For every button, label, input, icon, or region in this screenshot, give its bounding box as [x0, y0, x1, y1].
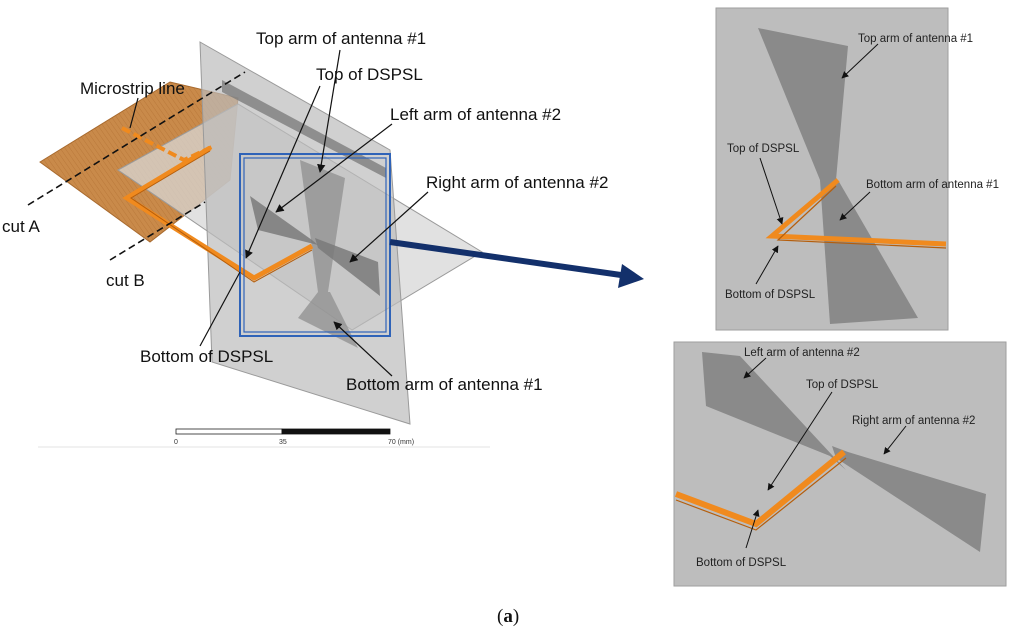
inset-left-arm-2 [702, 352, 846, 470]
inset-label-left-arm-2: Left arm of antenna #2 [744, 347, 860, 359]
main-view: Top arm of antenna #1 Top of DSPSL Micro… [2, 29, 644, 448]
inset-label-bottom-dspsl-2: Bottom of DSPSL [696, 557, 787, 569]
label-cut-b: cut B [106, 271, 145, 290]
inset-leader-top-dspsl-2 [767, 391, 833, 491]
inset-bottom-dspsl [674, 449, 846, 528]
cut-b-line [109, 201, 206, 261]
inset-leader-bottom-dspsl [755, 245, 779, 285]
zoom-arrow-head [618, 264, 644, 288]
dspsl-line [122, 145, 314, 281]
bottom-arm-antenna-1 [298, 292, 358, 348]
scale-tick-70: 70 (mm) [388, 439, 414, 446]
label-left-arm-antenna-2: Left arm of antenna #2 [390, 105, 561, 124]
inset-leader-top-dspsl [759, 157, 784, 225]
top-arm-antenna-1 [300, 160, 345, 292]
leader-bottom-arm-1 [333, 321, 393, 377]
inset-right-arm-2 [832, 446, 986, 552]
label-top-of-dspsl: Top of DSPSL [316, 65, 423, 84]
inset-leader-top-arm [841, 43, 879, 79]
cut-a-line [27, 71, 246, 206]
label-bottom-of-dspsl: Bottom of DSPSL [140, 347, 273, 366]
inset-bottom: Left arm of antenna #2 Top of DSPSL Righ… [673, 341, 1007, 587]
zoom-box-inner [243, 157, 387, 333]
scale-bar: 0 35 70 (mm) [38, 428, 490, 448]
caption-letter: a [503, 606, 513, 627]
inset-leader-right-arm-2 [883, 425, 907, 455]
leader-bottom-dspsl [199, 271, 241, 347]
leader-top-arm-1 [317, 49, 341, 173]
inset-label-bottom-arm-1: Bottom arm of antenna #1 [866, 179, 999, 191]
figure-caption: (a) [497, 606, 519, 627]
inset-label-bottom-dspsl: Bottom of DSPSL [725, 289, 816, 301]
inset-top-dspsl-edge [776, 185, 947, 249]
inset-label-top-dspsl: Top of DSPSL [727, 143, 800, 155]
label-top-arm-antenna-1: Top arm of antenna #1 [256, 29, 426, 48]
inset-label-top-arm-1: Top arm of antenna #1 [858, 33, 973, 45]
scale-tick-35: 35 [279, 439, 287, 446]
label-bottom-arm-antenna-1: Bottom arm of antenna #1 [346, 375, 543, 394]
inset-label-top-dspsl-2: Top of DSPSL [806, 379, 879, 391]
scale-tick-0: 0 [174, 439, 178, 446]
inset-label-right-arm-2: Right arm of antenna #2 [852, 415, 975, 427]
leader-microstrip [129, 97, 139, 129]
label-cut-a: cut A [2, 217, 40, 236]
inset-top: Top arm of antenna #1 Top of DSPSL Botto… [715, 7, 999, 331]
inset-top-dspsl [765, 178, 947, 247]
dspsl-line-edge [130, 150, 313, 283]
leader-left-arm-2 [275, 123, 393, 213]
inset-top-arm-1 [758, 28, 848, 180]
zoom-arrow [389, 239, 629, 279]
inset-bottom-dspsl-edge [675, 457, 847, 531]
leader-top-dspsl [245, 85, 321, 259]
leader-right-arm-2 [349, 191, 429, 263]
inset-leader-bottom-dspsl-2 [745, 509, 760, 549]
label-microstrip-line: Microstrip line [80, 79, 185, 98]
vertical-plane [199, 41, 411, 425]
label-right-arm-antenna-2: Right arm of antenna #2 [426, 173, 608, 192]
right-arm-antenna-2 [315, 238, 380, 296]
caption-open: ( [497, 606, 503, 627]
inset-leader-bottom-arm [839, 191, 871, 221]
caption-close: ) [513, 606, 519, 627]
inset-leader-left-arm-2 [743, 357, 767, 379]
